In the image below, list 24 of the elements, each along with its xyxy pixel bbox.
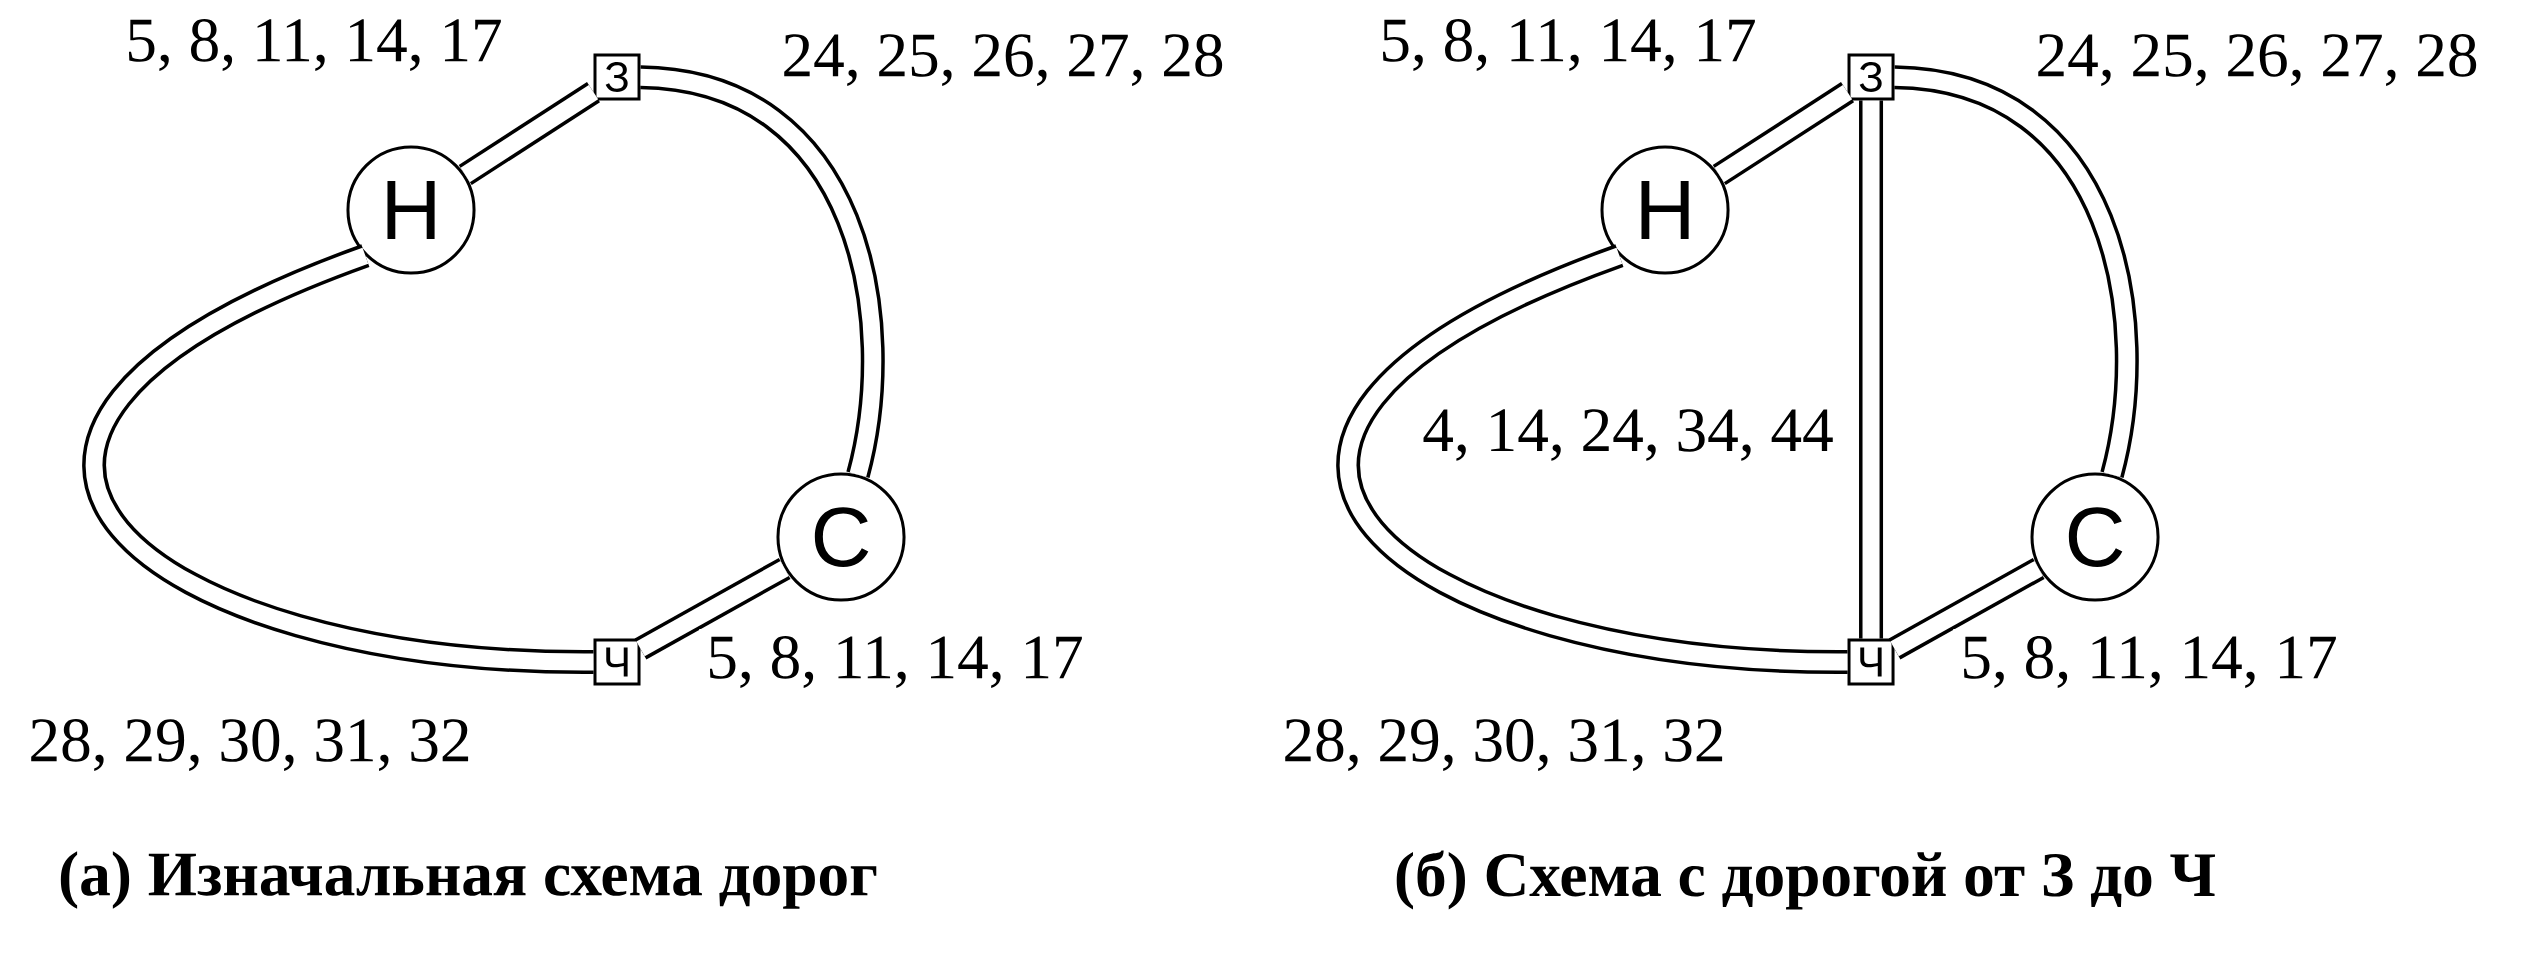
edge-label: 5, 8, 11, 14, 17 <box>1953 629 2345 695</box>
panel-caption: (а) Изначальная схема дорог <box>60 851 877 909</box>
road <box>1712 82 1855 186</box>
road <box>634 557 791 660</box>
edge-label: 5, 8, 11, 14, 17 <box>118 12 510 78</box>
edge-label: 4, 14, 24, 34, 44 <box>1415 402 1841 468</box>
road <box>1893 65 2139 478</box>
node-square: З <box>1847 53 1895 101</box>
road <box>458 82 601 186</box>
road <box>84 244 594 674</box>
edge-label: 24, 25, 26, 27, 28 <box>774 27 1232 93</box>
edge-label: 28, 29, 30, 31, 32 <box>21 712 479 778</box>
edge-label: 5, 8, 11, 14, 17 <box>1372 12 1764 78</box>
road <box>639 65 885 478</box>
node-square: Ч <box>593 638 641 686</box>
node-square: З <box>593 53 641 101</box>
panel-caption: (б) Схема с дорогой от З до Ч <box>1396 850 2215 910</box>
edge-label: 5, 8, 11, 14, 17 <box>699 629 1091 695</box>
edge-label: 28, 29, 30, 31, 32 <box>1275 712 1733 778</box>
road <box>1338 244 1848 674</box>
road <box>1888 557 2045 660</box>
edge-label: 24, 25, 26, 27, 28 <box>2028 27 2486 93</box>
road <box>1859 100 1884 639</box>
node-square: Ч <box>1847 638 1895 686</box>
